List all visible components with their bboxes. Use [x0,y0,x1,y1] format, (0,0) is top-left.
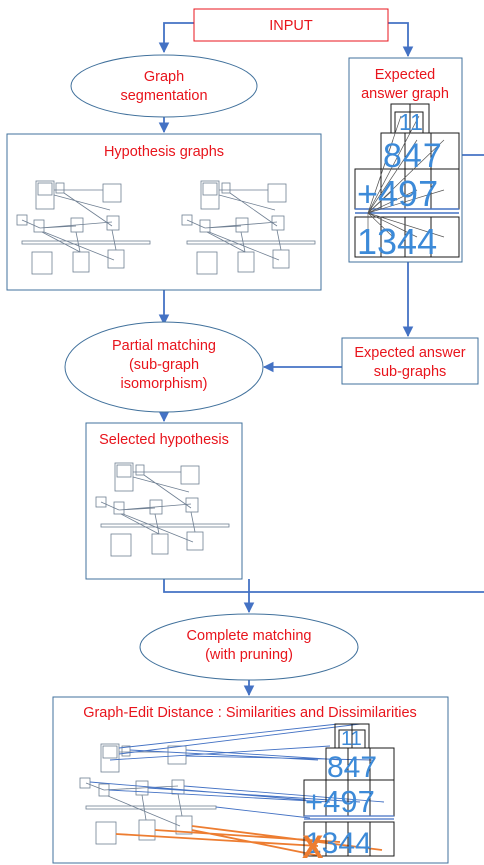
ged-matching-edges [89,723,385,819]
expected-answer-grid: 11 847 +497 1344 [354,103,460,262]
partial-matching-label-line3: isomorphism) [120,376,207,392]
partial-matching-label-line2: (sub-graph [129,357,199,373]
graph-edit-distance-node: Graph-Edit Distance : Similarities and D… [52,696,449,865]
selected-hypothesis-node: Selected hypothesis [85,422,243,580]
segmentation-label-line1: Graph [144,69,184,85]
selected-hypothesis-label: Selected hypothesis [99,432,229,448]
hypothesis-graphs-node: Hypothesis graphs [6,133,322,291]
hypothesis-graphs-label: Hypothesis graphs [104,144,224,160]
complete-matching-label-line1: Complete matching [187,628,312,644]
partial-matching-node: Partial matching (sub-graph isomorphism) [64,321,264,413]
input-label: INPUT [269,18,313,34]
expected-graph-label-line1: Expected [375,67,435,83]
arrow-input-to-segmentation [158,22,194,54]
connectors [158,22,484,697]
complete-matching-node: Complete matching (with pruning) [139,613,359,681]
line-join-to-complete [163,579,484,593]
arrow-input-to-expected-graph [388,22,414,58]
expected-grid-row-3: 1344 [357,221,437,262]
mismatch-x-marker: X [302,829,324,865]
expected-subgraphs-node: Expected answer sub-graphs [341,337,479,385]
ged-grid-row-1: 847 [327,751,377,784]
expected-subgraphs-label-line1: Expected answer [354,345,465,361]
complete-matching-label-line2: (with pruning) [205,647,293,663]
hypothesis-graph-2-sketch [181,180,316,275]
expected-grid-row-2: +497 [357,173,438,214]
expected-answer-graph-node: Expected answer graph [348,57,463,263]
expected-grid-row-0: 11 [399,109,423,135]
expected-grid-row-1: 847 [383,137,443,175]
partial-matching-label-line1: Partial matching [112,338,216,354]
graph-segmentation-node: Graph segmentation [70,54,258,118]
expected-subgraphs-label-line2: sub-graphs [374,364,447,380]
ged-label: Graph-Edit Distance : Similarities and D… [83,705,417,721]
hypothesis-graph-1-sketch [16,180,151,275]
selected-hypothesis-sketch [95,462,230,557]
ged-answer-grid: 11 847 +497 1344 X [302,723,395,865]
ged-mismatch-edges [115,825,383,857]
segmentation-label-line2: segmentation [120,88,207,104]
ged-grid-row-2: +497 [305,784,375,819]
expected-graph-label-line2: answer graph [361,86,449,102]
ged-grid-row-0: 11 [341,728,362,750]
ged-grid-row-3: 1344 [305,827,372,860]
input-node: INPUT [193,8,389,42]
